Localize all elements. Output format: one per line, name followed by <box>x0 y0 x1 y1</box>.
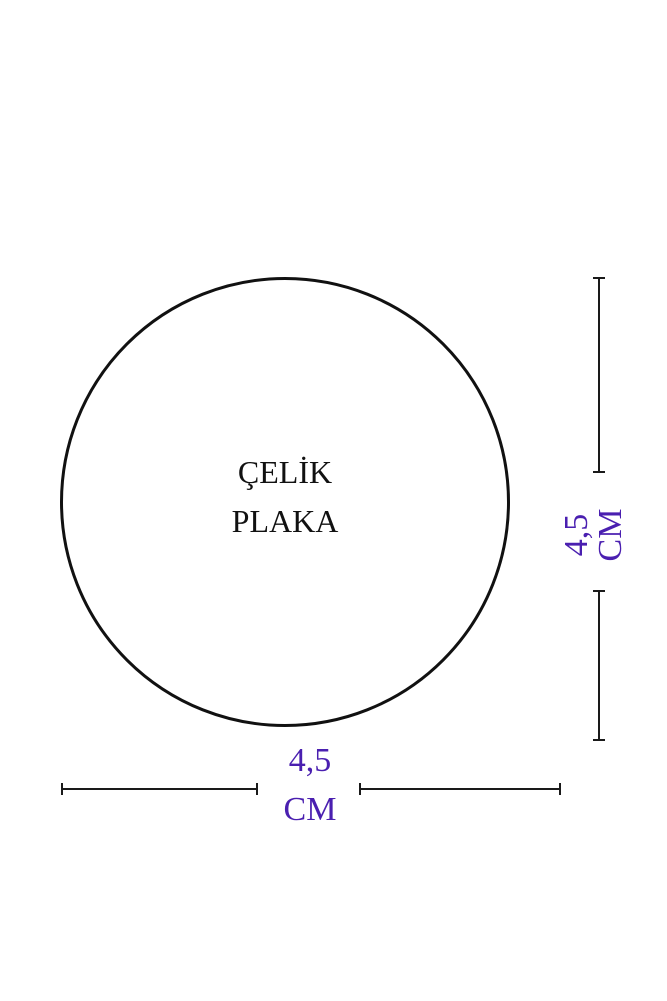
height-dimension-line-bottom <box>593 590 605 741</box>
width-dimension-value: 4,5 <box>288 742 332 779</box>
steel-plate-circle <box>60 277 510 727</box>
plate-label-line-2: PLAKA <box>231 503 339 539</box>
width-dimension-line-right <box>359 783 561 795</box>
height-dimension-value: 4,5 <box>558 513 595 557</box>
width-dimension-line-left <box>61 783 258 795</box>
width-dimension-unit: CM <box>283 791 337 828</box>
height-dimension-label: 4,5 CM <box>558 480 640 590</box>
height-dimension-unit: CM <box>592 508 629 562</box>
plate-label-line-1: ÇELİK <box>237 454 333 490</box>
height-dimension-line-top <box>593 277 605 473</box>
